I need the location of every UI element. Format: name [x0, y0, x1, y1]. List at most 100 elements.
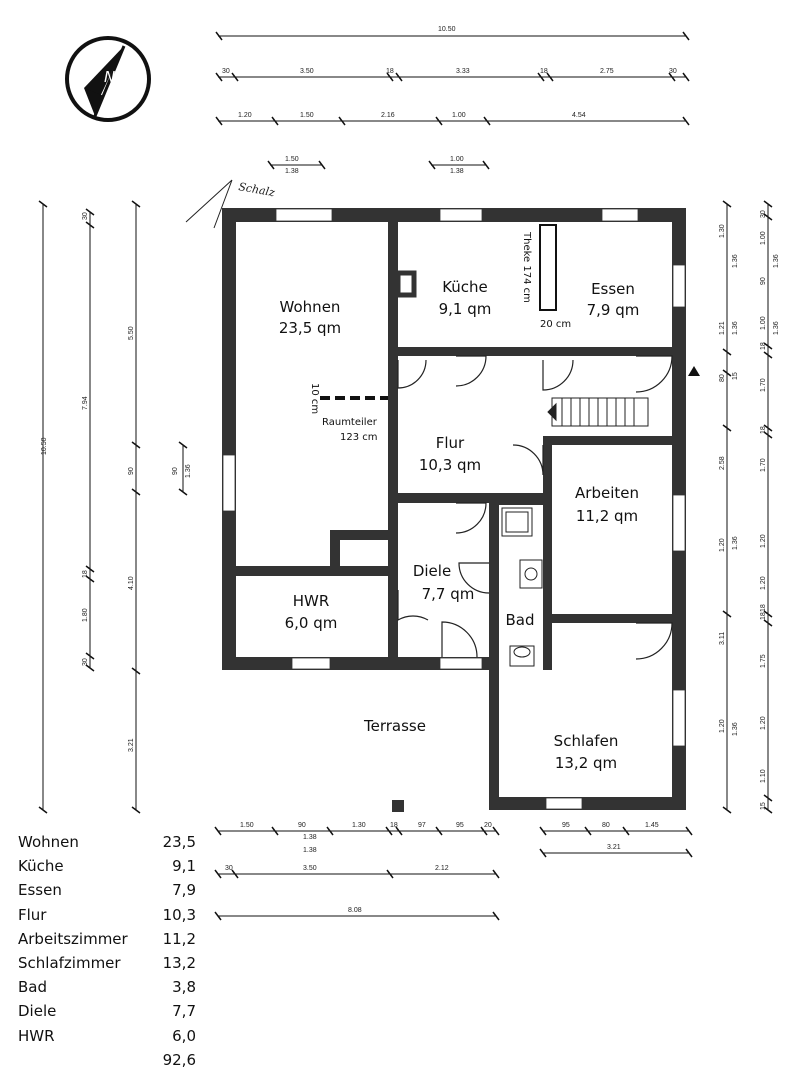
- svg-text:1.38: 1.38: [303, 834, 317, 841]
- svg-text:18: 18: [82, 570, 89, 578]
- window: [439, 657, 483, 670]
- wall-schlafen-north: [543, 614, 672, 623]
- svg-text:8.08: 8.08: [348, 907, 362, 914]
- walls: [222, 208, 686, 810]
- door-swing: [455, 502, 487, 534]
- svg-text:3.50: 3.50: [300, 68, 314, 75]
- terrace-post: [392, 800, 404, 812]
- svg-text:1.20: 1.20: [760, 716, 767, 730]
- svg-text:2.58: 2.58: [719, 456, 726, 470]
- wall-arbeiten-north: [543, 436, 672, 445]
- area-label: Diele: [18, 1002, 57, 1021]
- chimney: [395, 270, 417, 298]
- area-value: 23,5: [162, 833, 196, 851]
- svg-text:15: 15: [732, 372, 739, 380]
- sink-icon: [519, 559, 543, 589]
- room-essen-area: 7,9 qm: [587, 301, 640, 319]
- area-value: 10,3: [162, 905, 196, 924]
- door-swing: [635, 355, 673, 393]
- svg-text:10.50: 10.50: [438, 26, 456, 33]
- svg-text:90: 90: [128, 467, 135, 475]
- svg-text:1.70: 1.70: [760, 378, 767, 392]
- divider-width-label: 10 cm: [309, 383, 320, 414]
- window: [672, 689, 686, 747]
- wall-bad-west: [489, 495, 499, 810]
- windows: [222, 208, 686, 810]
- wall-west: [222, 208, 236, 670]
- door-swing: [542, 359, 574, 391]
- room-labels: Wohnen 23,5 qm Küche 9,1 qm Essen 7,9 qm…: [279, 278, 640, 772]
- svg-text:30: 30: [760, 210, 767, 218]
- svg-text:90: 90: [298, 822, 306, 829]
- svg-text:1.36: 1.36: [185, 464, 192, 478]
- wall-arbeiten-west: [543, 436, 552, 670]
- svg-text:30: 30: [82, 212, 89, 220]
- svg-text:97: 97: [418, 822, 426, 829]
- svg-text:1.38: 1.38: [303, 847, 317, 854]
- area-value: 7,7: [172, 1002, 196, 1021]
- top-dimension-labels: 10.50 30 3.50 18 3.33 18 2.75 30 1.20 1.…: [222, 26, 677, 175]
- room-hwr-area: 6,0 qm: [285, 614, 338, 632]
- divider-label: Raumteiler: [322, 417, 378, 428]
- wall-diele-west: [388, 572, 398, 666]
- svg-text:20: 20: [484, 822, 492, 829]
- room-flur-area: 10,3 qm: [419, 456, 481, 474]
- svg-text:1.00: 1.00: [760, 316, 767, 330]
- window: [545, 797, 583, 810]
- svg-text:18: 18: [386, 68, 394, 75]
- svg-text:1.30: 1.30: [719, 224, 726, 238]
- wall-flur-south: [388, 493, 546, 503]
- area-total-value: 92,6: [162, 1050, 196, 1069]
- svg-text:1.36: 1.36: [773, 254, 780, 268]
- svg-text:1.10: 1.10: [760, 769, 767, 783]
- svg-text:90: 90: [760, 277, 767, 285]
- wall-bad-north: [496, 495, 546, 505]
- room-flur-name: Flur: [436, 434, 465, 452]
- right-dimension-labels: 1.30 1.21 80 2.58 1.20 3.11 1.20 1.36 1.…: [719, 210, 780, 810]
- counter-width-label: 20 cm: [540, 319, 571, 330]
- north-label: N: [104, 68, 115, 86]
- svg-text:1.00: 1.00: [452, 112, 466, 119]
- wall-wohnen-east: [388, 222, 398, 572]
- svg-text:10.50: 10.50: [41, 437, 48, 455]
- svg-text:1.50: 1.50: [300, 112, 314, 119]
- top-dimensions: [215, 31, 690, 170]
- door-swing: [635, 622, 673, 660]
- svg-text:1.36: 1.36: [732, 321, 739, 335]
- svg-text:3.21: 3.21: [128, 738, 135, 752]
- svg-text:30: 30: [82, 658, 89, 666]
- room-kueche-area: 9,1 qm: [439, 300, 492, 318]
- svg-text:18: 18: [760, 342, 767, 350]
- svg-text:1.36: 1.36: [732, 254, 739, 268]
- svg-text:1.70: 1.70: [760, 458, 767, 472]
- svg-text:1.80: 1.80: [82, 608, 89, 622]
- room-essen-name: Essen: [591, 280, 635, 298]
- room-kueche-name: Küche: [442, 278, 488, 296]
- divider-length-label: 123 cm: [340, 432, 378, 443]
- left-dimensions: [38, 200, 188, 814]
- svg-text:1.20: 1.20: [760, 534, 767, 548]
- svg-text:80: 80: [602, 822, 610, 829]
- area-value: 11,2: [162, 929, 196, 948]
- window: [672, 494, 686, 552]
- svg-text:1.00: 1.00: [760, 231, 767, 245]
- stairs: [547, 397, 649, 427]
- room-schlafen-area: 13,2 qm: [555, 754, 617, 772]
- svg-text:18: 18: [760, 604, 767, 612]
- area-total-row: 92,6: [18, 1050, 196, 1074]
- area-label: Wohnen: [18, 833, 79, 851]
- room-schlafen-name: Schlafen: [554, 732, 619, 750]
- bottom-dimensions: [214, 826, 693, 921]
- bottom-dimension-labels: 1.50 90 1.30 18 97 95 20 1.38 1.38 95 80…: [225, 822, 659, 914]
- north-arrow-icon: N: [65, 36, 151, 122]
- area-label: Küche: [18, 857, 64, 876]
- door-swing: [441, 621, 478, 658]
- svg-text:1.38: 1.38: [285, 168, 299, 175]
- counter-theke: [539, 224, 557, 311]
- room-bad-name: Bad: [505, 611, 534, 629]
